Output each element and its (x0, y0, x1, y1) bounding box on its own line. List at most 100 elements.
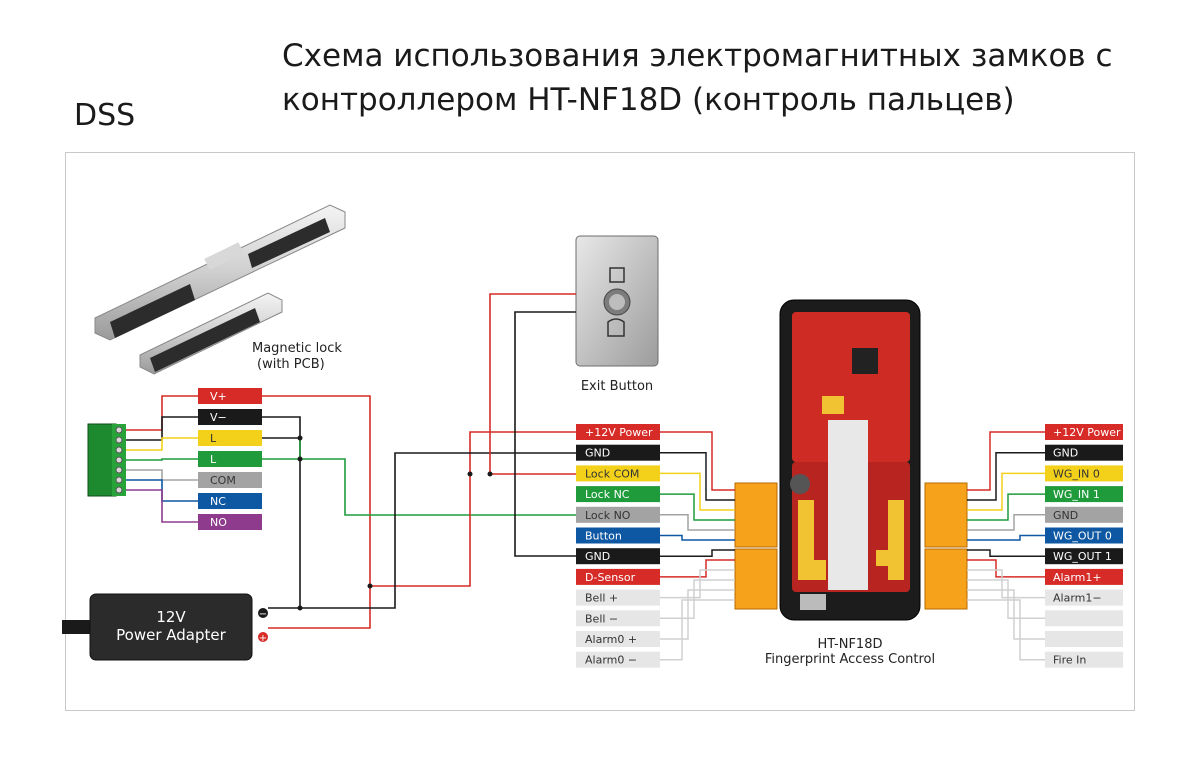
adapter-minus-label: − (259, 609, 267, 620)
controller-right-terminal-label-0: +12V Power (1053, 426, 1121, 439)
controller-left-terminal-label-8: Bell + (585, 592, 618, 605)
lock-wire-3 (126, 458, 198, 461)
wire-junction-1 (297, 456, 303, 462)
controller-right-wire-2 (967, 472, 1045, 511)
lock-wire-0 (126, 395, 198, 431)
lock-terminal-label-0: V+ (210, 390, 227, 403)
magnetic-lock-label-1: Magnetic lock (252, 341, 342, 356)
controller-right-terminal-8 (1045, 589, 1123, 606)
controller-left-terminal-label-7: D-Sensor (585, 571, 636, 584)
controller-left-terminal-label-0: +12V Power (585, 426, 653, 439)
controller-right-terminal-label-1: GND (1053, 447, 1078, 460)
connector-block-right (924, 482, 968, 610)
controller-right-terminal-label-3: WG_IN 1 (1053, 488, 1100, 501)
terminal-screw-icon (115, 466, 123, 474)
controller-left-wire-11 (660, 599, 735, 661)
lock-terminal-label-3: L (210, 453, 217, 466)
controller-right-terminal-label-11: Fire In (1053, 654, 1086, 667)
controller-right-terminal-1 (1045, 444, 1123, 461)
wire-junction-0 (297, 435, 303, 441)
fingerprint-controller-icon (779, 299, 921, 621)
exit-button-red-wire (489, 293, 576, 475)
terminal-screw-icon (115, 486, 123, 494)
wire-junction-3 (367, 583, 373, 589)
controller-left-terminal-label-9: Bell − (585, 612, 618, 625)
exit-button-icon (575, 235, 659, 367)
power-adapter-icon (62, 593, 268, 661)
controller-left-terminal-label-6: GND (585, 550, 610, 563)
controller-right-terminal-label-8: Alarm1− (1053, 592, 1102, 605)
controller-left-wire-9 (660, 579, 735, 620)
lock-wire-2 (126, 437, 198, 451)
controller-right-wire-5 (967, 534, 1045, 541)
power-adapter-label-2: Power Adapter (116, 626, 226, 644)
lock-wire-1 (126, 416, 198, 441)
controller-left-terminal-label-10: Alarm0 + (585, 633, 637, 646)
l-green-wire (262, 438, 301, 460)
controller-right-terminal-5 (1045, 527, 1123, 544)
controller-left-terminal-11 (576, 651, 660, 668)
controller-right-terminal-2 (1045, 465, 1123, 482)
controller-left-wire-10 (660, 589, 735, 640)
controller-right-wire-10 (967, 589, 1045, 640)
lock-terminal-6 (198, 514, 262, 530)
controller-right-terminal-0 (1045, 424, 1123, 440)
controller-right-wire-7 (967, 559, 1045, 578)
controller-left-wire-5 (660, 534, 735, 541)
controller-right-wire-11 (967, 599, 1045, 661)
terminal-screw-icon (115, 446, 123, 454)
controller-right-terminal-label-5: WG_OUT 0 (1053, 530, 1112, 543)
v-minus-to-adapter-wire (262, 416, 301, 609)
controller-right-terminal-label-4: GND (1053, 509, 1078, 522)
lock-terminal-label-2: L (210, 432, 217, 445)
controller-left-terminal-label-1: GND (585, 447, 610, 460)
controller-right-terminal-label-2: WG_IN 0 (1053, 467, 1100, 480)
lock-terminal-3 (198, 451, 262, 467)
lock-terminal-4 (198, 472, 262, 488)
controller-left-terminal-3 (576, 486, 660, 503)
power-plus-wire (370, 431, 576, 587)
controller-left-terminal-0 (576, 424, 660, 440)
controller-left-terminal-label-4: Lock NO (585, 509, 631, 522)
controller-left-wire-8 (660, 569, 735, 599)
controller-left-terminal-10 (576, 631, 660, 647)
controller-right-wire-4 (967, 514, 1045, 531)
terminal-screw-icon (115, 426, 123, 434)
controller-label-1: HT-NF18D (818, 637, 883, 652)
magnetic-lock-icon (94, 204, 346, 375)
controller-right-wire-6 (967, 549, 1045, 557)
controller-left-wire-3 (660, 493, 735, 521)
lock-wire-6 (126, 489, 198, 523)
controller-left-terminal-9 (576, 610, 660, 627)
controller-left-wire-4 (660, 514, 735, 531)
exit-button-black-wire (514, 311, 576, 557)
controller-right-wire-8 (967, 569, 1045, 599)
controller-left-terminal-6 (576, 548, 660, 565)
lock-wire-4 (126, 469, 198, 481)
controller-right-terminal-label-7: Alarm1+ (1053, 571, 1102, 584)
title-line-2: контроллером HT-NF18D (контроль пальцев) (282, 82, 1015, 118)
terminal-screw-icon (115, 436, 123, 444)
magnetic-lock-label-2: (with PCB) (257, 357, 325, 372)
lock-terminal-2 (198, 430, 262, 446)
lock-terminal-0 (198, 388, 262, 404)
controller-left-terminal-1 (576, 444, 660, 461)
controller-left-terminal-8 (576, 589, 660, 606)
controller-right-terminal-7 (1045, 568, 1123, 585)
controller-right-terminal-10 (1045, 631, 1123, 647)
controller-right-terminal-11 (1045, 651, 1123, 668)
controller-left-wire-1 (660, 451, 735, 501)
wire-junction-4 (467, 471, 473, 477)
lock-terminal-label-6: NO (210, 516, 227, 529)
lock-terminal-5 (198, 493, 262, 509)
brand-logo-text: DSS (74, 98, 136, 133)
controller-left-terminal-4 (576, 506, 660, 523)
lock-terminal-label-1: V− (210, 411, 227, 424)
lock-nc-wire (300, 458, 576, 516)
controller-left-wire-0 (660, 431, 735, 491)
exit-button-label: Exit Button (581, 379, 653, 394)
controller-left-terminal-5 (576, 527, 660, 544)
controller-label-2: Fingerprint Access Control (765, 652, 935, 667)
controller-left-terminal-2 (576, 465, 660, 482)
